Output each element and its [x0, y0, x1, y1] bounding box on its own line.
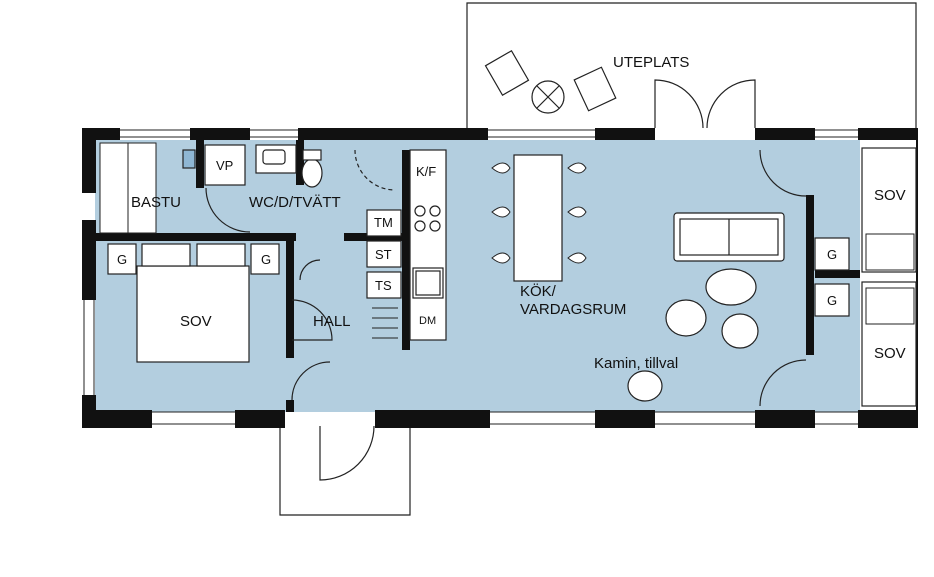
label-g-mid-top: G: [827, 247, 838, 262]
label-ts: TS: [375, 278, 392, 293]
label-hall: HALL: [313, 313, 351, 330]
entrance-step: [279, 416, 411, 516]
label-g-right: G: [261, 252, 272, 267]
dining-chairs: [491, 162, 587, 264]
label-st: ST: [375, 247, 392, 262]
label-kok-line1: KÖK/: [520, 283, 556, 300]
exterior-walls: [82, 128, 918, 428]
kitchen-counter: [366, 149, 447, 341]
label-bastu: BASTU: [131, 194, 182, 211]
label-g-mid-bottom: G: [827, 293, 838, 308]
label-sov-right-top: SOV: [874, 187, 906, 204]
label-uteplats: UTEPLATS: [613, 54, 690, 71]
label-kamin: Kamin, tillval: [594, 355, 679, 372]
label-dm: DM: [419, 315, 437, 327]
bedroom-beds-right: [865, 233, 915, 325]
label-g-left: G: [117, 252, 128, 267]
windows: [83, 129, 858, 425]
right-bedrooms: [861, 147, 917, 407]
label-tm: TM: [374, 215, 393, 230]
lounge-furniture: [627, 268, 759, 402]
label-kf: K/F: [416, 164, 437, 179]
doors: [205, 79, 807, 481]
interior-walls: [96, 140, 860, 412]
wc-fixtures: [182, 144, 323, 188]
label-sov-right-bottom: SOV: [874, 345, 906, 362]
label-wc: WC/D/TVÄTT: [249, 194, 341, 211]
bastu-room: [99, 142, 157, 234]
label-vp: VP: [216, 158, 234, 173]
label-sov-main: SOV: [180, 313, 212, 330]
wardrobes-right: [814, 237, 850, 317]
double-bed: [107, 243, 280, 363]
sofa: [673, 212, 785, 262]
label-kok-line2: VARDAGSRUM: [520, 301, 627, 318]
dining-table: [513, 154, 563, 282]
patio: [466, 2, 917, 130]
patio-furniture: [484, 49, 617, 114]
hall-shelf: [372, 307, 398, 339]
